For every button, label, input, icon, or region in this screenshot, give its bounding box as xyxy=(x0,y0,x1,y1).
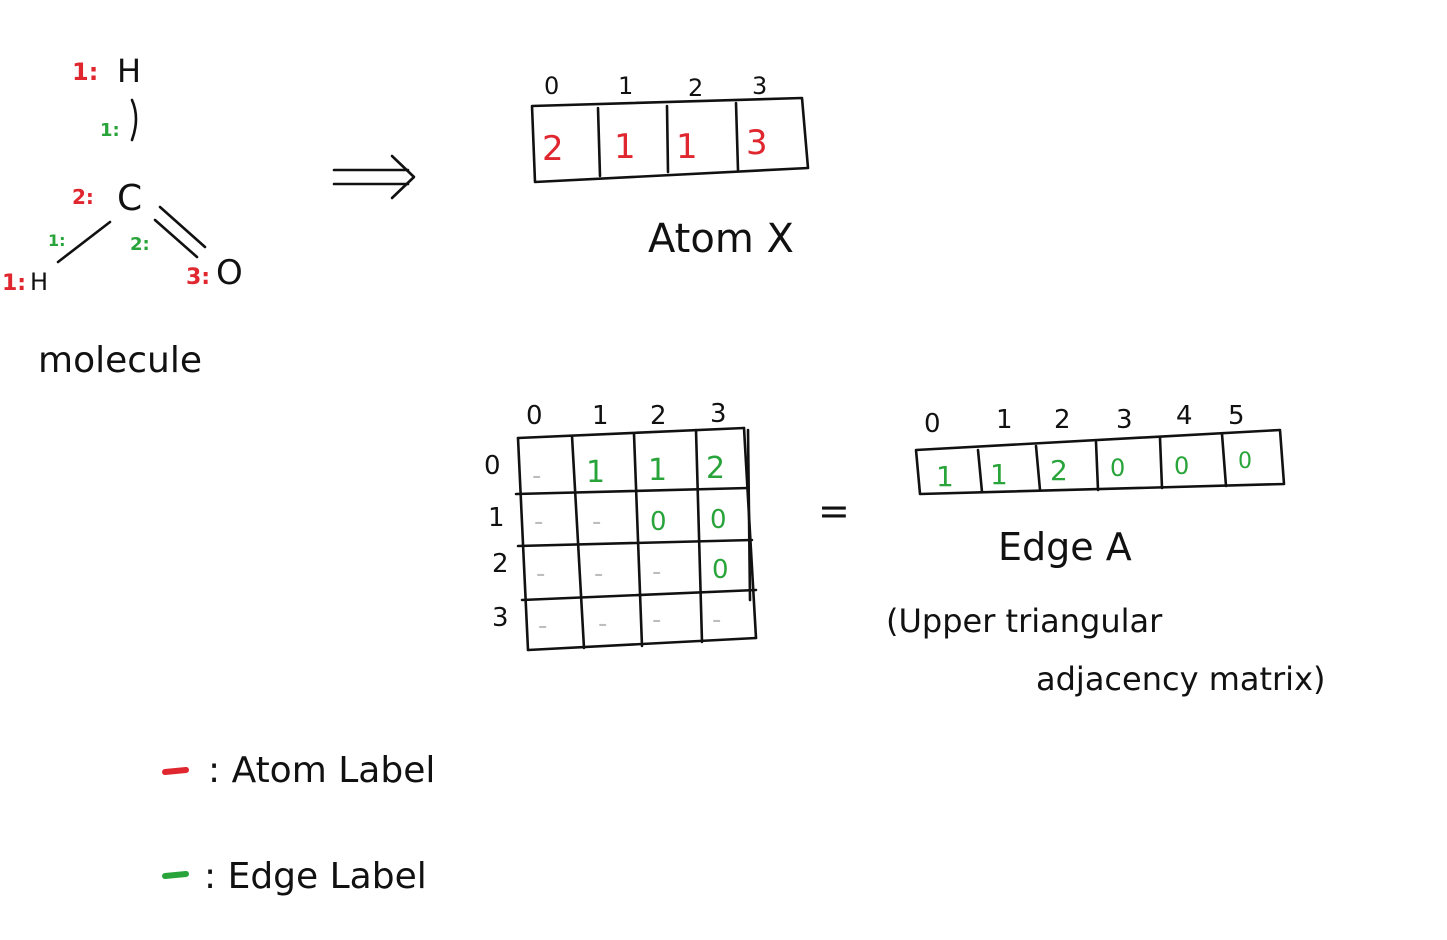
atom-symbol: H xyxy=(30,268,48,296)
atom-symbol: C xyxy=(117,178,142,219)
edge-a-value: 1 xyxy=(990,458,1008,491)
atom-x-index: 0 xyxy=(544,72,559,100)
matrix-row-header: 1 xyxy=(488,503,505,533)
matrix-row-header: 3 xyxy=(492,603,509,633)
bond-c-o-2 xyxy=(153,218,199,259)
edge-a-note: (Upper triangular xyxy=(886,602,1163,640)
matrix-cell: 0 xyxy=(710,505,727,535)
matrix-col-header: 2 xyxy=(650,401,667,431)
equals-sign: = xyxy=(818,489,850,533)
matrix-cell: 0 xyxy=(650,507,667,537)
edge-a-note: adjacency matrix) xyxy=(1036,660,1325,698)
matrix-cell: - xyxy=(532,461,541,491)
edge-a-vector: 0 1 2 3 4 5 1 1 2 0 0 0 Edge A (Upper tr… xyxy=(886,401,1325,698)
atom-x-vector: 0 1 2 3 2 1 1 3 Atom X xyxy=(530,72,810,262)
legend-atom-label: : Atom Label xyxy=(208,750,435,791)
edge-label-swatch xyxy=(162,871,189,879)
edge-a-value: 0 xyxy=(1174,452,1189,480)
matrix-cell: - xyxy=(592,507,601,537)
edge-a-caption: Edge A xyxy=(998,525,1132,569)
matrix-col-header: 3 xyxy=(710,399,727,429)
atom-x-value: 3 xyxy=(746,123,768,163)
atom-x-index: 1 xyxy=(618,72,633,100)
matrix-cell: 0 xyxy=(712,555,729,585)
edge-a-value: 0 xyxy=(1110,454,1125,482)
molecule: 1: H 2: C 1: H 3: O 1: 1: 2: molecule xyxy=(2,52,243,381)
bond-label: 2: xyxy=(130,234,150,255)
matrix-cell: - xyxy=(536,559,545,589)
legend: : Atom Label : Edge Label xyxy=(162,750,435,897)
matrix-cell: - xyxy=(712,605,721,635)
matrix-col-header: 0 xyxy=(526,401,543,431)
edge-a-index: 0 xyxy=(924,409,941,439)
matrix-col-header: 1 xyxy=(592,401,609,431)
matrix-cell: - xyxy=(652,605,661,635)
implies-arrow xyxy=(332,154,416,200)
bond-c-h-left xyxy=(56,220,112,264)
edge-a-value: 1 xyxy=(936,460,954,493)
atom-x-value: 2 xyxy=(542,129,564,169)
atom-x-index: 3 xyxy=(752,72,767,100)
edge-a-value: 2 xyxy=(1050,454,1068,487)
atom-index-label: 2: xyxy=(72,185,94,209)
edge-a-index: 5 xyxy=(1228,401,1245,431)
edge-a-index: 1 xyxy=(996,405,1013,435)
matrix-row-header: 2 xyxy=(492,549,509,579)
atom-label-swatch xyxy=(162,767,189,775)
atom-index-label: 1: xyxy=(2,271,26,296)
matrix-cell: 1 xyxy=(586,455,605,490)
molecule-caption: molecule xyxy=(38,340,202,381)
adjacency-matrix: 0 1 2 3 0 1 2 3 - 1 1 2 - - 0 0 - - - 0 xyxy=(484,399,758,652)
bond-c-h-top xyxy=(130,98,138,142)
edge-a-index: 3 xyxy=(1116,405,1133,435)
matrix-row-header: 0 xyxy=(484,451,501,481)
atom-index-label: 3: xyxy=(186,265,210,290)
atom-symbol: H xyxy=(117,52,141,90)
matrix-cell: - xyxy=(534,507,543,537)
legend-edge-label: : Edge Label xyxy=(204,856,427,897)
edge-a-value: 0 xyxy=(1238,449,1252,474)
atom-index-label: 1: xyxy=(72,58,98,86)
bond-c-o-1 xyxy=(158,205,207,249)
atom-x-value: 1 xyxy=(614,127,636,167)
atom-symbol: O xyxy=(216,253,243,293)
atom-x-value: 1 xyxy=(676,127,698,167)
matrix-cell: 2 xyxy=(706,451,725,486)
atom-x-index: 2 xyxy=(688,74,703,102)
edge-a-index: 2 xyxy=(1054,405,1071,435)
matrix-cell: - xyxy=(652,557,661,587)
matrix-cell: - xyxy=(594,559,603,589)
matrix-cell: - xyxy=(598,609,607,639)
matrix-cell: - xyxy=(538,611,547,641)
atom-x-caption: Atom X xyxy=(648,216,794,262)
bond-label: 1: xyxy=(100,120,120,141)
matrix-cell: 1 xyxy=(648,453,667,488)
bond-label: 1: xyxy=(48,231,66,250)
edge-a-index: 4 xyxy=(1176,401,1193,431)
